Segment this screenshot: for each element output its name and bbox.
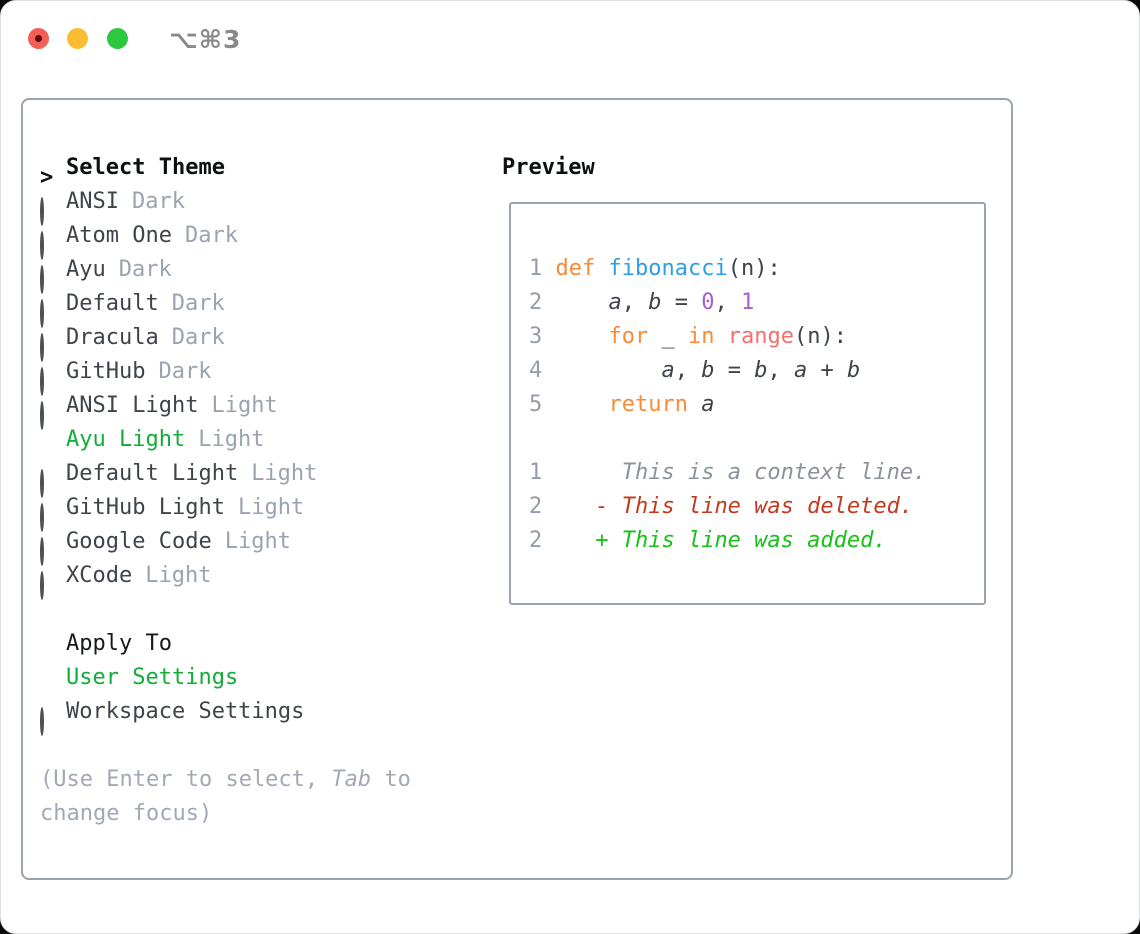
theme-option-xcode[interactable]: XCode Light [40,559,317,600]
theme-option-ansi-light[interactable]: ANSI Light Light [40,389,317,430]
theme-variant-label: Dark [184,223,238,248]
theme-variant-label: Dark [171,291,225,316]
titlebar: ⌥⌘3 [1,1,1139,71]
code-line: 3 for _ in range(n): [529,324,847,349]
radio-icon [40,265,44,294]
theme-option-default-light[interactable]: Default Light Light [40,457,318,498]
theme-option-label: ANSI [66,189,119,214]
theme-option-ansi[interactable]: ANSI Dark [40,185,317,226]
preview-box: 1 def fibonacci(n): 2 a, b = 0, 1 3 for _ … [509,202,986,605]
radio-icon [40,401,44,430]
code-line: 2 a, b = 0, 1 [529,290,755,315]
theme-variant-label: Light [237,495,305,520]
code-preview: 1 def fibonacci(n): 2 a, b = 0, 1 3 for _ … [529,252,926,558]
theme-option-dracula[interactable]: Dracula Dark [40,321,317,362]
maximize-button[interactable] [107,28,128,49]
select-theme-header: > Select Theme [40,151,317,190]
theme-variant-label: Light [145,563,212,588]
apply-to-header: Apply To [40,627,304,661]
keyboard-shortcut-label: ⌥⌘3 [169,25,242,54]
theme-option-label: Dracula [66,325,159,350]
cursor-caret-icon: > [40,165,54,190]
theme-variant-label: Light [251,461,318,486]
code-line: 2 - This line was deleted. [529,494,914,519]
minimize-button[interactable] [67,28,88,49]
radio-icon [40,197,44,226]
code-line: 4 a, b = b, a + b [529,358,861,383]
theme-variant-label: Dark [118,257,172,282]
theme-variant-label: Light [211,393,278,418]
theme-option-label: ANSI Light [66,393,199,418]
theme-option-label: Default [66,291,159,316]
code-line: 1 This is a context line. [529,460,927,485]
theme-option-github-light[interactable]: GitHub Light Light [40,491,317,532]
theme-option-label: XCode [66,563,133,588]
select-theme-title: Select Theme [66,155,225,180]
theme-variant-label: Light [224,529,291,554]
apply-option-user-settings[interactable]: User Settings [40,661,304,695]
code-line: 2 + This line was added. [529,528,887,553]
preview-title: Preview [502,155,595,180]
theme-option-default[interactable]: Default Dark [40,287,317,328]
close-dot-icon [35,35,42,42]
radio-icon [40,367,44,396]
theme-variant-label: Dark [171,325,225,350]
radio-icon [40,469,44,498]
radio-icon [40,503,44,532]
theme-option-atom-one[interactable]: Atom One Dark [40,219,317,260]
theme-option-label: GitHub Light [66,495,225,520]
theme-option-label: Ayu Light [66,427,186,452]
radio-icon [40,707,44,736]
radio-icon [40,333,44,362]
radio-icon [40,537,44,566]
hint-line: (Use Enter to select, Tab to [40,767,411,792]
apply-to-title: Apply To [66,631,172,656]
theme-option-label: GitHub [66,359,146,384]
theme-option-google-code[interactable]: Google Code Light [40,525,317,566]
theme-option-ayu[interactable]: Ayu Dark [40,253,317,294]
code-line [529,422,926,456]
hint-line: change focus) [40,801,213,826]
theme-option-label: Ayu [66,257,106,282]
hint-text: (Use Enter to select, Tab to change focus… [40,763,411,831]
apply-option-workspace-settings[interactable]: Workspace Settings [40,695,305,736]
close-button[interactable] [28,28,49,49]
apply-option-label: Workspace Settings [66,699,305,724]
code-line: 1 def fibonacci(n): [529,256,781,281]
theme-option-ayu-light[interactable]: Ayu Light Light [40,423,317,457]
theme-variant-label: Dark [131,189,185,214]
theme-option-github[interactable]: GitHub Dark [40,355,317,396]
theme-option-label: Atom One [66,223,172,248]
theme-variant-label: Light [198,427,265,452]
radio-icon [40,299,44,328]
theme-option-label: Default Light [66,461,239,486]
code-line: 5 return a [529,392,715,417]
apply-option-label: User Settings [66,665,239,690]
theme-variant-label: Dark [158,359,212,384]
theme-option-label: Google Code [66,529,212,554]
radio-icon [40,571,44,600]
radio-icon [40,231,44,260]
